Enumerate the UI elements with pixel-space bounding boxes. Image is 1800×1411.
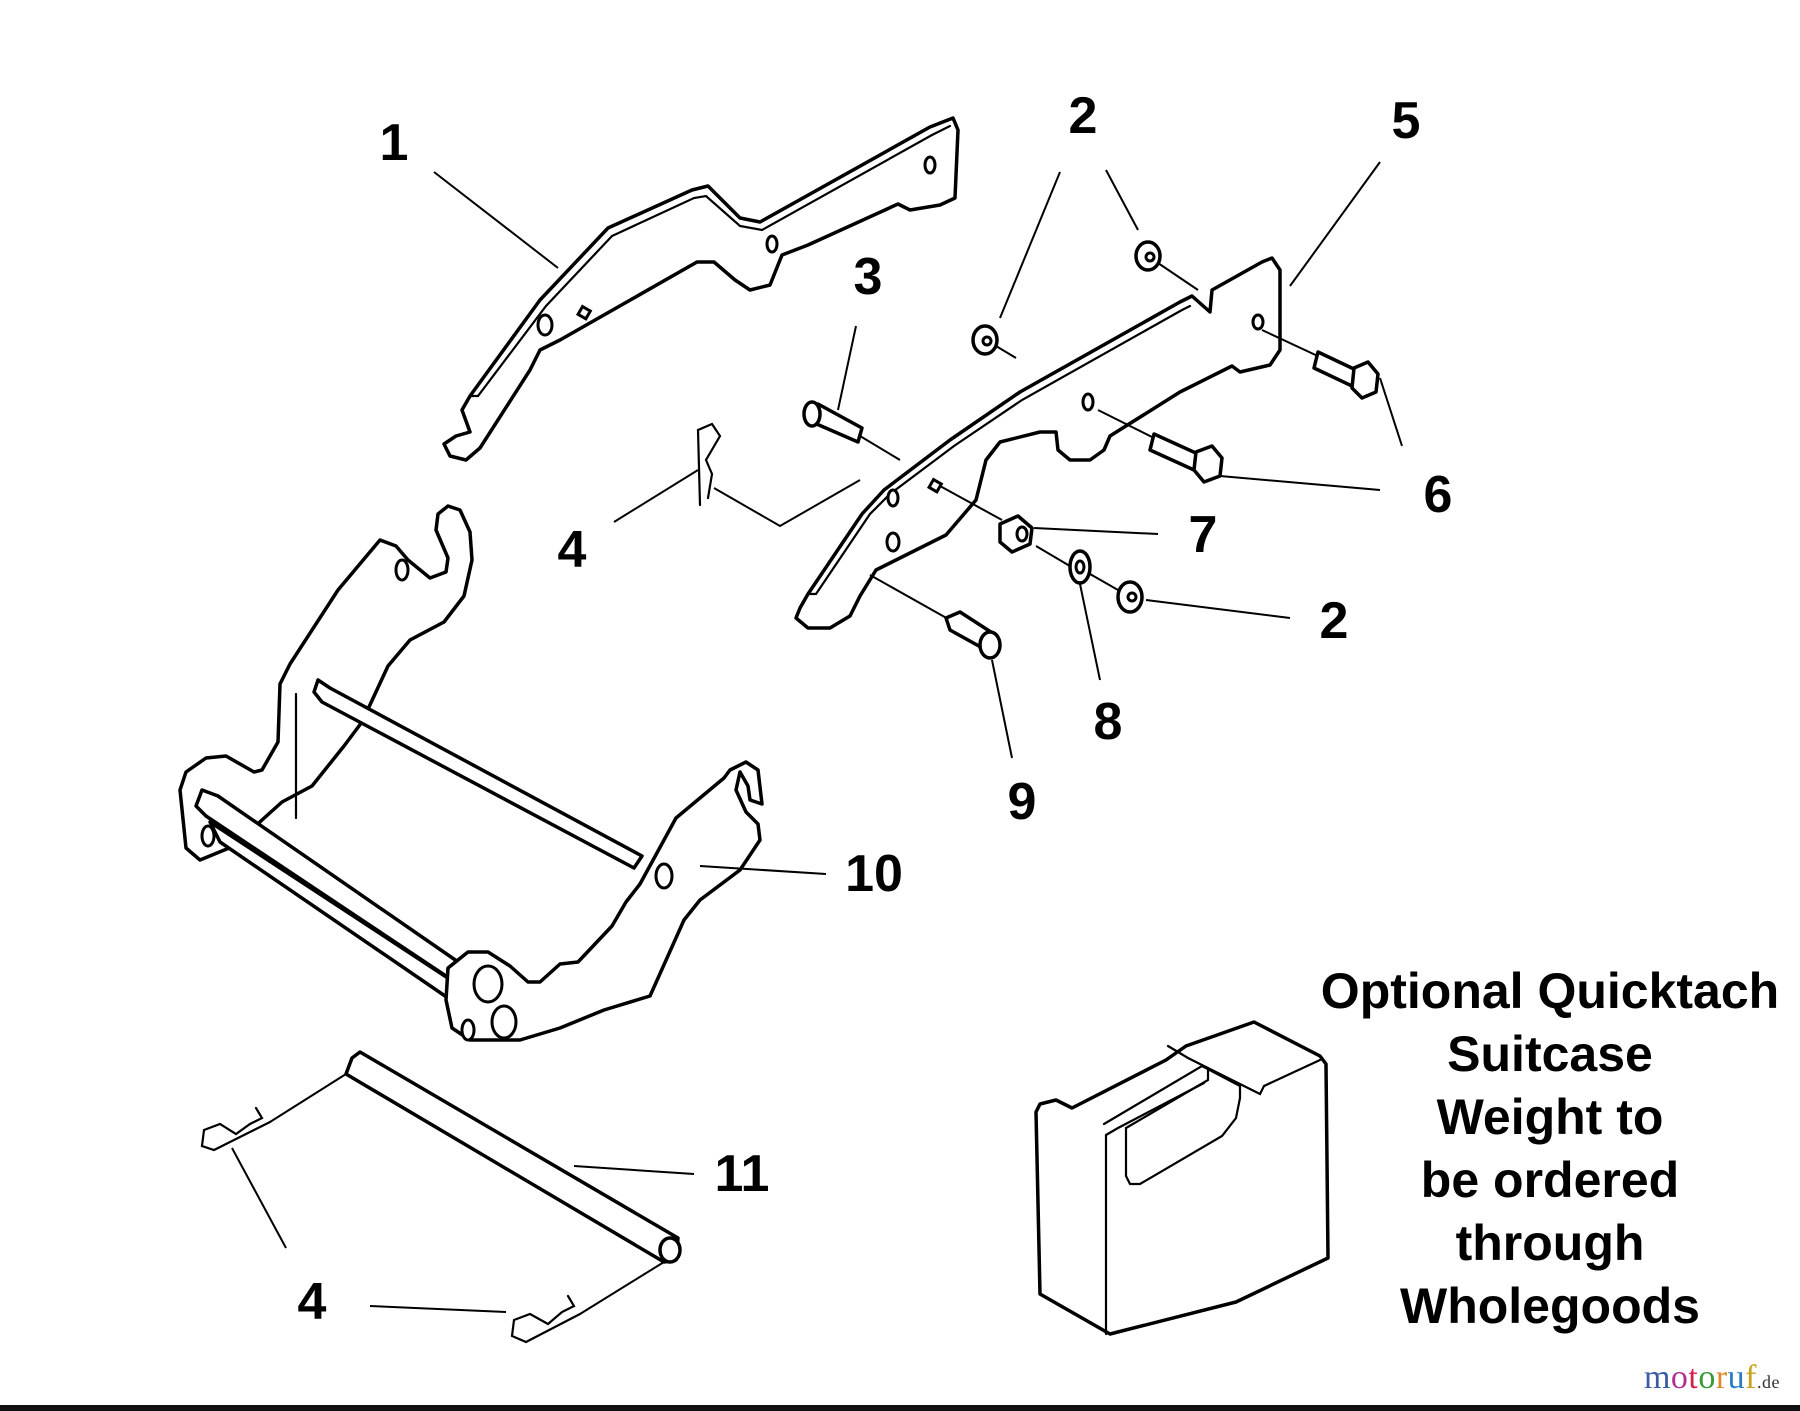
suitcase-weight-note: Optional Quicktach Suitcase Weight to be… — [1300, 960, 1800, 1338]
part-6-hex-bolt-upper — [1261, 329, 1380, 400]
callout-11: 11 — [714, 1145, 770, 1203]
part-8-washer — [1035, 545, 1092, 585]
callout-10: 10 — [845, 845, 903, 903]
leader-lines — [231, 161, 1403, 1313]
note-line: Wholegoods — [1400, 1278, 1700, 1334]
suitcase-weight — [1034, 1020, 1330, 1336]
part-5-right-hitch-plate — [794, 256, 1282, 630]
part-4-hair-pin-clip-lower-left — [200, 1106, 272, 1152]
callout-4-lower: 4 — [297, 1273, 327, 1331]
logo-letter: o — [1698, 1359, 1716, 1396]
part-2-nut-top-left — [971, 324, 1017, 359]
logo-letter: f — [1745, 1359, 1757, 1396]
bottom-divider — [0, 1405, 1800, 1411]
note-line: Suitcase — [1447, 1026, 1653, 1082]
part-2-nut-lower — [1089, 573, 1144, 614]
callout-4-upper: 4 — [557, 521, 587, 579]
callout-6: 6 — [1423, 466, 1453, 524]
note-line: Weight to — [1436, 1089, 1664, 1145]
callout-3: 3 — [853, 248, 883, 306]
logo-letter: t — [1688, 1359, 1699, 1396]
logo-suffix: .de — [1757, 1372, 1780, 1392]
logo-letter: m — [1643, 1359, 1671, 1396]
logo-letter: r — [1715, 1359, 1728, 1396]
callout-2-lower: 2 — [1319, 592, 1349, 650]
logo-letter: u — [1727, 1359, 1746, 1396]
note-line: Optional Quicktach — [1320, 963, 1780, 1019]
part-10-weight-bracket-frame — [178, 504, 764, 1042]
part-4-hair-pin-clip-lower-right — [510, 1294, 582, 1344]
callout-5: 5 — [1391, 92, 1421, 150]
part-11-rod — [269, 1050, 682, 1315]
part-7-spacer — [939, 485, 1034, 554]
motoruf-watermark-logo: motoruf.de — [1644, 1359, 1780, 1397]
callout-9: 9 — [1007, 773, 1037, 831]
callout-2-top: 2 — [1068, 87, 1098, 145]
hole-icon — [536, 313, 554, 337]
note-line: through — [1455, 1215, 1645, 1271]
callout-1: 1 — [379, 114, 409, 172]
part-9-clevis-pin — [869, 574, 1002, 660]
callout-7: 7 — [1188, 506, 1218, 564]
part-4-hair-pin-clip-upper — [696, 422, 861, 528]
part-3-bolt — [802, 400, 901, 461]
note-line: be ordered — [1420, 1152, 1680, 1208]
part-2-nut-top-right — [1134, 240, 1199, 291]
part-1-left-hitch-plate — [442, 116, 960, 462]
callout-8: 8 — [1093, 693, 1123, 751]
logo-letter: o — [1670, 1359, 1689, 1396]
part-6-hex-bolt-lower — [1097, 409, 1224, 484]
